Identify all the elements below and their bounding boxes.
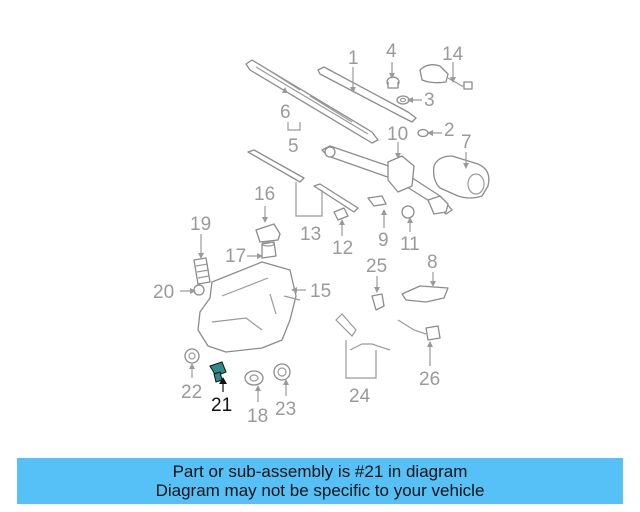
label-24: 24 <box>349 386 371 407</box>
part-labels: 1 2 3 4 5 6 7 8 9 10 11 12 13 14 15 16 1… <box>153 41 472 427</box>
grommet-18 <box>244 370 264 386</box>
label-17: 17 <box>225 246 246 267</box>
nut-part-2 <box>417 128 429 138</box>
grommet-part <box>401 205 415 219</box>
banner-line-1: Part or sub-assembly is #21 in diagram <box>172 462 468 481</box>
wiper-arm <box>317 66 417 123</box>
label-19: 19 <box>190 214 211 235</box>
cover-part <box>419 64 473 90</box>
label-26: 26 <box>419 369 440 390</box>
leader-lines <box>180 62 469 402</box>
cap-part <box>386 76 400 89</box>
connector-26 <box>397 319 441 341</box>
label-15: 15 <box>310 281 331 302</box>
label-3: 3 <box>424 90 435 111</box>
banner-line-2: Diagram may not be specific to your vehi… <box>155 481 485 500</box>
pump-grommet <box>193 284 205 296</box>
filler-neck <box>255 223 281 243</box>
washer-pump <box>193 257 211 285</box>
label-18: 18 <box>247 406 268 427</box>
grommet-22 <box>184 348 200 364</box>
nut-part <box>396 95 410 105</box>
wiper-blade-2 <box>247 149 359 213</box>
label-4: 4 <box>386 41 397 62</box>
label-14: 14 <box>442 44 464 65</box>
washer-reservoir <box>197 261 301 353</box>
label-2: 2 <box>444 120 455 141</box>
label-9: 9 <box>378 230 389 251</box>
washer-hoses <box>335 313 391 351</box>
filler-cap <box>261 241 277 259</box>
wiper-motor <box>432 155 490 199</box>
wiper-blade <box>245 59 379 144</box>
label-7: 7 <box>461 132 472 153</box>
label-23: 23 <box>275 399 296 420</box>
bracket-part <box>367 195 387 207</box>
label-22: 22 <box>181 382 202 403</box>
grommet-23 <box>273 363 291 381</box>
clip-part <box>333 207 349 221</box>
label-25: 25 <box>366 256 387 277</box>
label-6: 6 <box>280 102 291 123</box>
label-11: 11 <box>400 234 420 255</box>
wiper-linkage <box>321 145 453 215</box>
label-8: 8 <box>427 252 438 273</box>
bracket-8 <box>401 285 449 303</box>
label-10: 10 <box>387 124 408 145</box>
label-13: 13 <box>300 224 321 245</box>
label-12: 12 <box>332 238 353 259</box>
label-16: 16 <box>254 184 275 205</box>
label-21: 21 <box>211 395 232 416</box>
label-20: 20 <box>153 282 174 303</box>
label-5: 5 <box>288 136 299 157</box>
washer-nozzle <box>371 293 385 311</box>
info-banner: Part or sub-assembly is #21 in diagram D… <box>17 458 623 504</box>
label-1: 1 <box>348 48 359 69</box>
parts-diagram: 1 2 3 4 5 6 7 8 9 10 11 12 13 14 15 16 1… <box>153 41 490 427</box>
